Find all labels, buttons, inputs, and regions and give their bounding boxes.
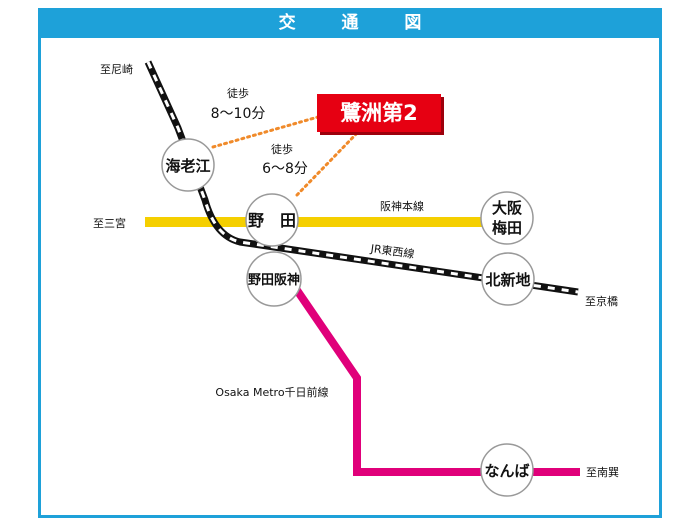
station-osaka-umeda: 大阪 梅田 bbox=[480, 191, 534, 245]
label-hanshin-line: 阪神本線 bbox=[380, 199, 424, 213]
metro-line bbox=[286, 277, 580, 476]
label-jr-line: JR東西線 bbox=[369, 241, 415, 261]
walk-time-b: 6～8分 bbox=[262, 161, 308, 177]
svg-text:野 田: 野 田 bbox=[248, 211, 296, 230]
direction-kyobashi: 至京橋 bbox=[585, 294, 618, 308]
walk-label-a: 徒歩 bbox=[227, 86, 249, 100]
svg-text:大阪: 大阪 bbox=[492, 199, 523, 217]
walk-label-b: 徒歩 bbox=[271, 142, 293, 156]
direction-sannomiya: 至三宮 bbox=[93, 216, 126, 230]
svg-text:野田阪神: 野田阪神 bbox=[248, 272, 300, 288]
station-noda-hanshin: 野田阪神 bbox=[246, 251, 302, 307]
svg-text:なんば: なんば bbox=[484, 462, 529, 480]
svg-text:梅田: 梅田 bbox=[492, 219, 522, 237]
walk-path-noda bbox=[295, 126, 364, 197]
svg-text:海老江: 海老江 bbox=[165, 157, 210, 175]
station-kitashinchi: 北新地 bbox=[481, 252, 535, 306]
station-namba: なんば bbox=[480, 443, 534, 497]
walk-path-ebie bbox=[211, 115, 320, 149]
direction-amagasaki: 至尼崎 bbox=[100, 62, 133, 76]
walk-time-a: 8～10分 bbox=[211, 106, 266, 122]
station-noda: 野 田 bbox=[245, 193, 299, 247]
label-metro-line: Osaka Metro千日前線 bbox=[215, 385, 328, 399]
direction-minamitatsumi: 至南巽 bbox=[586, 466, 619, 479]
map-title: 交 通 図 bbox=[38, 8, 662, 38]
svg-text:北新地: 北新地 bbox=[485, 271, 530, 289]
destination-badge: 鷺洲第2 bbox=[317, 94, 441, 132]
jr-line bbox=[144, 60, 579, 296]
station-ebie: 海老江 bbox=[161, 138, 215, 192]
